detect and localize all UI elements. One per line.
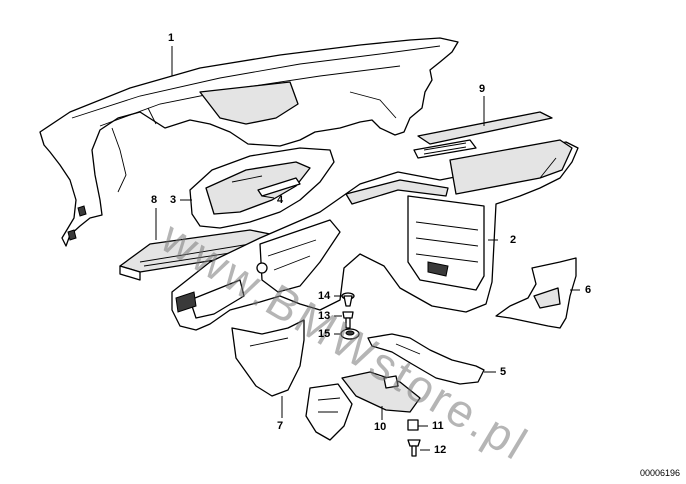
lower-trim-panel[interactable]: [305, 371, 421, 441]
expanding-rivet[interactable]: [341, 292, 355, 307]
callout-4[interactable]: 4: [277, 194, 284, 206]
callout-11[interactable]: 11: [432, 420, 444, 432]
callout-3[interactable]: 3: [170, 194, 177, 206]
screw[interactable]: [407, 439, 421, 457]
rubber-grommet[interactable]: [340, 328, 360, 340]
callout-5[interactable]: 5: [500, 366, 507, 378]
callout-2[interactable]: 2: [510, 234, 517, 246]
callout-9[interactable]: 9: [479, 83, 486, 95]
callout-14[interactable]: 14: [318, 290, 331, 302]
instrument-cover-insert[interactable]: [257, 177, 301, 197]
left-footwell-trim[interactable]: [231, 319, 305, 397]
callout-15[interactable]: 15: [318, 328, 331, 340]
right-footwell-trim[interactable]: [367, 333, 485, 385]
callout-12[interactable]: 12: [434, 444, 447, 456]
callout-8[interactable]: 8: [151, 194, 158, 206]
bolt[interactable]: [342, 311, 354, 329]
callout-1[interactable]: 1: [168, 32, 175, 44]
drawing-number: 00006196: [639, 468, 680, 478]
right-side-trim[interactable]: [495, 257, 577, 329]
callout-10[interactable]: 10: [374, 421, 387, 433]
dashboard-trim-panel[interactable]: [39, 37, 459, 247]
right-defroster-grille[interactable]: [413, 111, 553, 159]
callout-13[interactable]: 13: [318, 310, 331, 322]
instrument-cover[interactable]: [189, 147, 335, 229]
clip[interactable]: [407, 419, 419, 431]
callout-6[interactable]: 6: [585, 284, 592, 296]
center-console-housing[interactable]: [171, 139, 579, 331]
callout-7[interactable]: 7: [277, 420, 284, 432]
leader-lines: [155, 46, 580, 451]
